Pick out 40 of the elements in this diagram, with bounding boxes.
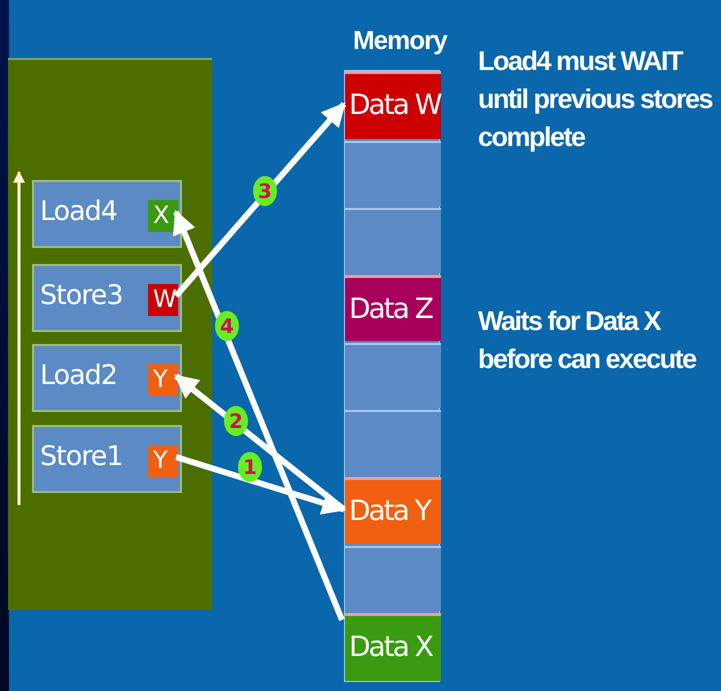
instruction-label: Load4: [40, 196, 117, 227]
instruction-row: [32, 425, 182, 493]
memory-cell: [345, 208, 441, 273]
memory-cell: [345, 141, 441, 206]
memory-cell-label: Data Y: [349, 494, 430, 527]
arrow: [173, 210, 345, 622]
address-label: W: [153, 285, 176, 313]
queue-panel: [8, 58, 212, 610]
address-label: Y: [153, 446, 167, 474]
address-tag: [148, 445, 178, 477]
arrow: [174, 102, 346, 298]
memory-heading: Memory: [353, 25, 447, 56]
address-label: X: [153, 201, 168, 229]
memory-cell: [345, 613, 441, 681]
instruction-row: [32, 180, 182, 248]
instruction-row: [32, 264, 182, 332]
instruction-label: Store3: [40, 280, 123, 311]
memory-cell: [345, 343, 441, 408]
instruction-row: [32, 344, 182, 412]
step-number-badge: 4: [215, 311, 239, 341]
memory-cell: [345, 477, 441, 544]
address-tag: [148, 364, 178, 396]
step-number-badge: 3: [253, 176, 277, 206]
address-label: Y: [153, 365, 167, 393]
address-tag: [148, 284, 178, 316]
memory-cell: [345, 275, 441, 341]
step-number-badge: 1: [238, 452, 262, 482]
memory-cell-label: Data X: [349, 630, 432, 663]
note-text: Waits for Data X before can execute: [478, 305, 698, 376]
instruction-label: Store1: [40, 441, 123, 472]
instruction-label: Load2: [40, 360, 117, 391]
memory-cell: [345, 71, 441, 139]
memory-cell-label: Data W: [349, 88, 440, 121]
step-number-badge: 2: [224, 406, 248, 436]
memory-cell-label: Data Z: [349, 292, 432, 325]
memory-cell: [345, 410, 441, 475]
arrow: [175, 454, 346, 514]
memory-cell: [345, 546, 441, 611]
address-tag: [148, 200, 178, 232]
note-text: Load4 must WAIT until previous stores complete: [478, 45, 714, 154]
